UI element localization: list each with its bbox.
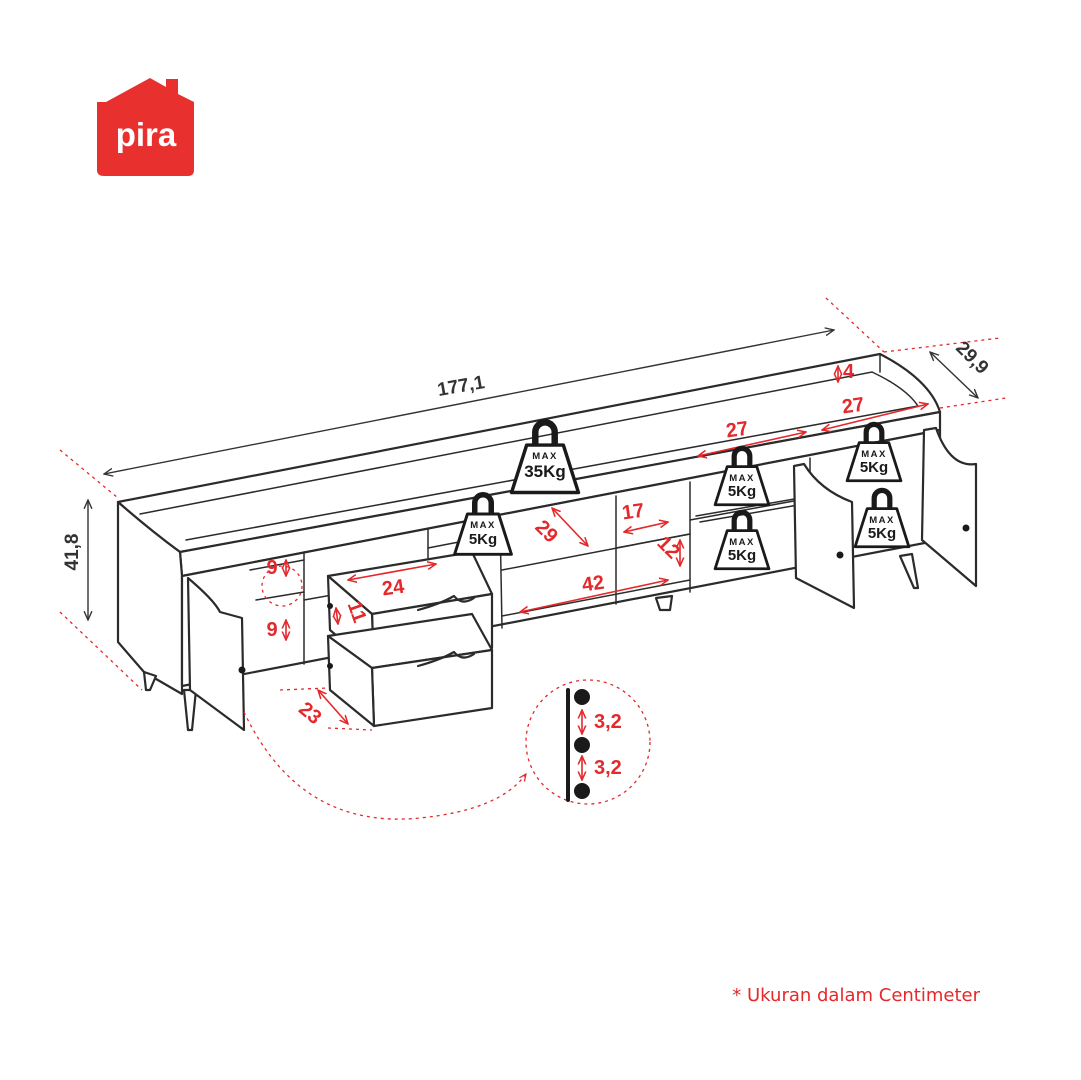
leg-center (654, 594, 674, 612)
svg-text:35Kg: 35Kg (524, 462, 566, 481)
right-door (920, 426, 978, 588)
weight-right-lower: MAX 5Kg (855, 490, 909, 546)
cabinet-left-side (116, 500, 184, 696)
extension-lines (59, 297, 1007, 731)
overall-height-label: 41,8 (62, 534, 83, 571)
svg-text:5Kg: 5Kg (868, 525, 896, 542)
drawer-depth-label: 23 (294, 698, 325, 729)
overall-depth-label: 29,9 (951, 338, 992, 379)
leg-back-left (142, 670, 158, 692)
svg-text:MAX: MAX (869, 515, 895, 526)
svg-text:MAX: MAX (470, 520, 496, 531)
svg-text:5Kg: 5Kg (860, 459, 888, 476)
weight-middle-upper: MAX 5Kg (715, 448, 769, 504)
hole-spacing-1-label: 3,2 (594, 711, 622, 733)
right-shelf-left-label: 27 (725, 418, 750, 443)
pira-logo: pira (97, 78, 194, 176)
leg-front-left (182, 688, 198, 732)
weight-left-shelf: MAX 5Kg (455, 495, 512, 555)
svg-text:5Kg: 5Kg (728, 547, 756, 564)
hole-spacing-2-label: 3,2 (594, 757, 622, 779)
right-shelf-right-label: 27 (841, 394, 866, 419)
left-door (186, 576, 246, 732)
left-compartment-lower-label: 9 (266, 619, 277, 641)
svg-text:5Kg: 5Kg (728, 483, 756, 500)
svg-text:MAX: MAX (861, 449, 887, 460)
leg-front-right (898, 552, 920, 590)
logo-wordmark: pira (116, 116, 177, 153)
shelf-pin-detail: 3,2 3,2 (243, 679, 651, 820)
bottom-drawer (326, 612, 494, 728)
logo-house-shape (97, 78, 194, 176)
weight-right-upper: MAX 5Kg (847, 424, 901, 480)
svg-text:MAX: MAX (729, 537, 755, 548)
lower-shelf-width-label: 42 (581, 572, 606, 597)
weight-middle-lower: MAX 5Kg (715, 512, 769, 568)
overall-width-label: 177,1 (436, 372, 487, 401)
svg-text:MAX: MAX (532, 451, 558, 462)
top-rail-label: 4 (843, 361, 855, 383)
units-footnote: * Ukuran dalam Centimeter (732, 985, 980, 1006)
weight-top: MAX 35Kg (512, 422, 579, 492)
svg-text:MAX: MAX (729, 473, 755, 484)
left-compartment-upper-label: 9 (266, 557, 277, 579)
small-shelf-width-label: 17 (621, 500, 646, 525)
drawer-width-label: 24 (381, 575, 407, 600)
svg-text:5Kg: 5Kg (469, 531, 497, 548)
